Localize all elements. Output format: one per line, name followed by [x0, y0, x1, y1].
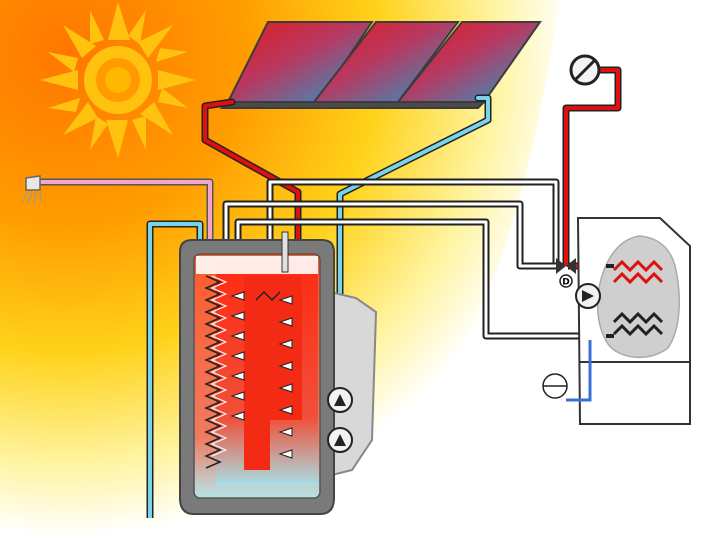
- hot-water-outlet-pipe: [38, 178, 214, 262]
- tank-sensor: [255, 231, 289, 302]
- expansion-vessel-pipe: [566, 340, 592, 402]
- collector-coil: [230, 291, 293, 459]
- circulation-pump-icon: [327, 387, 353, 413]
- temperature-controller-icon: [569, 54, 601, 86]
- circulation-pump-icon: [575, 283, 601, 309]
- collector-flow-pipe: [201, 98, 302, 262]
- shower-head-icon: [21, 175, 42, 205]
- sun-icon: [40, 2, 196, 158]
- diverter-valve-label: D: [562, 278, 569, 288]
- auxiliary-boiler: [576, 217, 691, 425]
- diverter-valve-icon: D: [556, 258, 576, 288]
- boiler-loop-pipes: [222, 178, 598, 340]
- solar-storage-tank: [179, 239, 378, 515]
- circulation-pump-icon: [327, 427, 353, 453]
- solar-collector-panels: [219, 21, 542, 109]
- heat-exchanger-coil: [204, 275, 228, 469]
- expansion-vessel-icon: [542, 373, 568, 399]
